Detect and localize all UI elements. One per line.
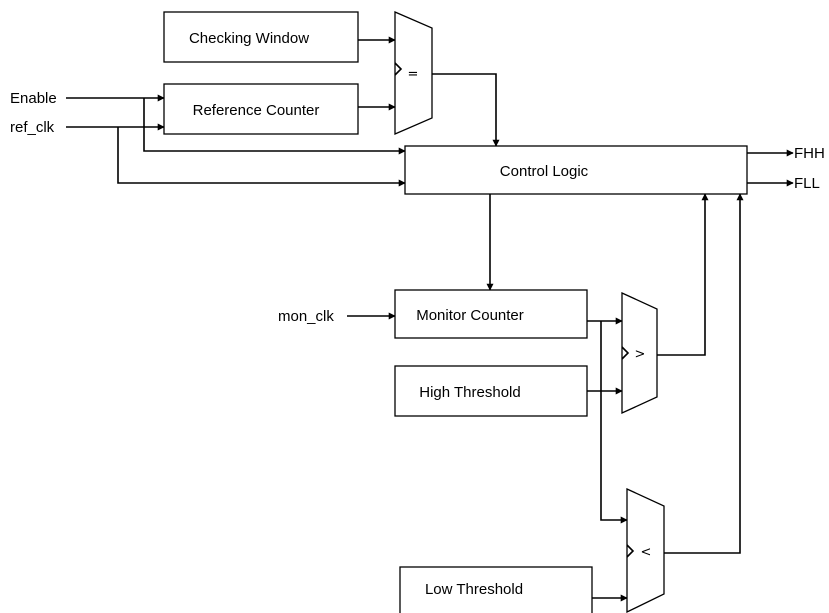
reference-counter-label: Reference Counter <box>193 102 320 119</box>
greater-than-symbol: > <box>635 347 646 362</box>
checking-window-label: Checking Window <box>189 30 309 47</box>
less-than-symbol: < <box>641 545 652 560</box>
high-threshold-block: High Threshold <box>394 365 588 417</box>
monitor-counter-block: Monitor Counter <box>394 289 588 339</box>
refclk-input-label: ref_clk <box>10 119 55 136</box>
low-threshold-block: Low Threshold <box>399 566 593 613</box>
wire-eq-to-control <box>432 73 500 147</box>
greater-than-comparator: > <box>621 291 658 415</box>
high-threshold-label: High Threshold <box>419 384 520 401</box>
monitor-counter-label: Monitor Counter <box>416 307 524 324</box>
wire-refclk-branch <box>117 127 406 187</box>
control-logic-block: Control Logic <box>404 145 748 195</box>
less-than-comparator: < <box>626 487 665 613</box>
enable-input-label: Enable <box>10 90 57 107</box>
control-logic-label: Control Logic <box>500 163 589 180</box>
wire-gt-to-control <box>657 193 709 356</box>
fhh-output-label: FHH <box>794 145 825 162</box>
monclk-input-label: mon_clk <box>278 308 334 325</box>
wire-enable-branch <box>143 98 406 155</box>
reference-counter-block: Reference Counter <box>163 83 359 135</box>
signal-wires <box>66 36 794 602</box>
fll-output-label: FLL <box>794 175 820 192</box>
equal-comparator: = <box>394 11 433 135</box>
low-threshold-label: Low Threshold <box>425 581 523 598</box>
wire-monitor-to-lt <box>600 321 628 524</box>
wire-lt-to-control <box>664 193 744 554</box>
equal-symbol: = <box>408 67 419 82</box>
checking-window-block: Checking Window <box>163 11 359 63</box>
